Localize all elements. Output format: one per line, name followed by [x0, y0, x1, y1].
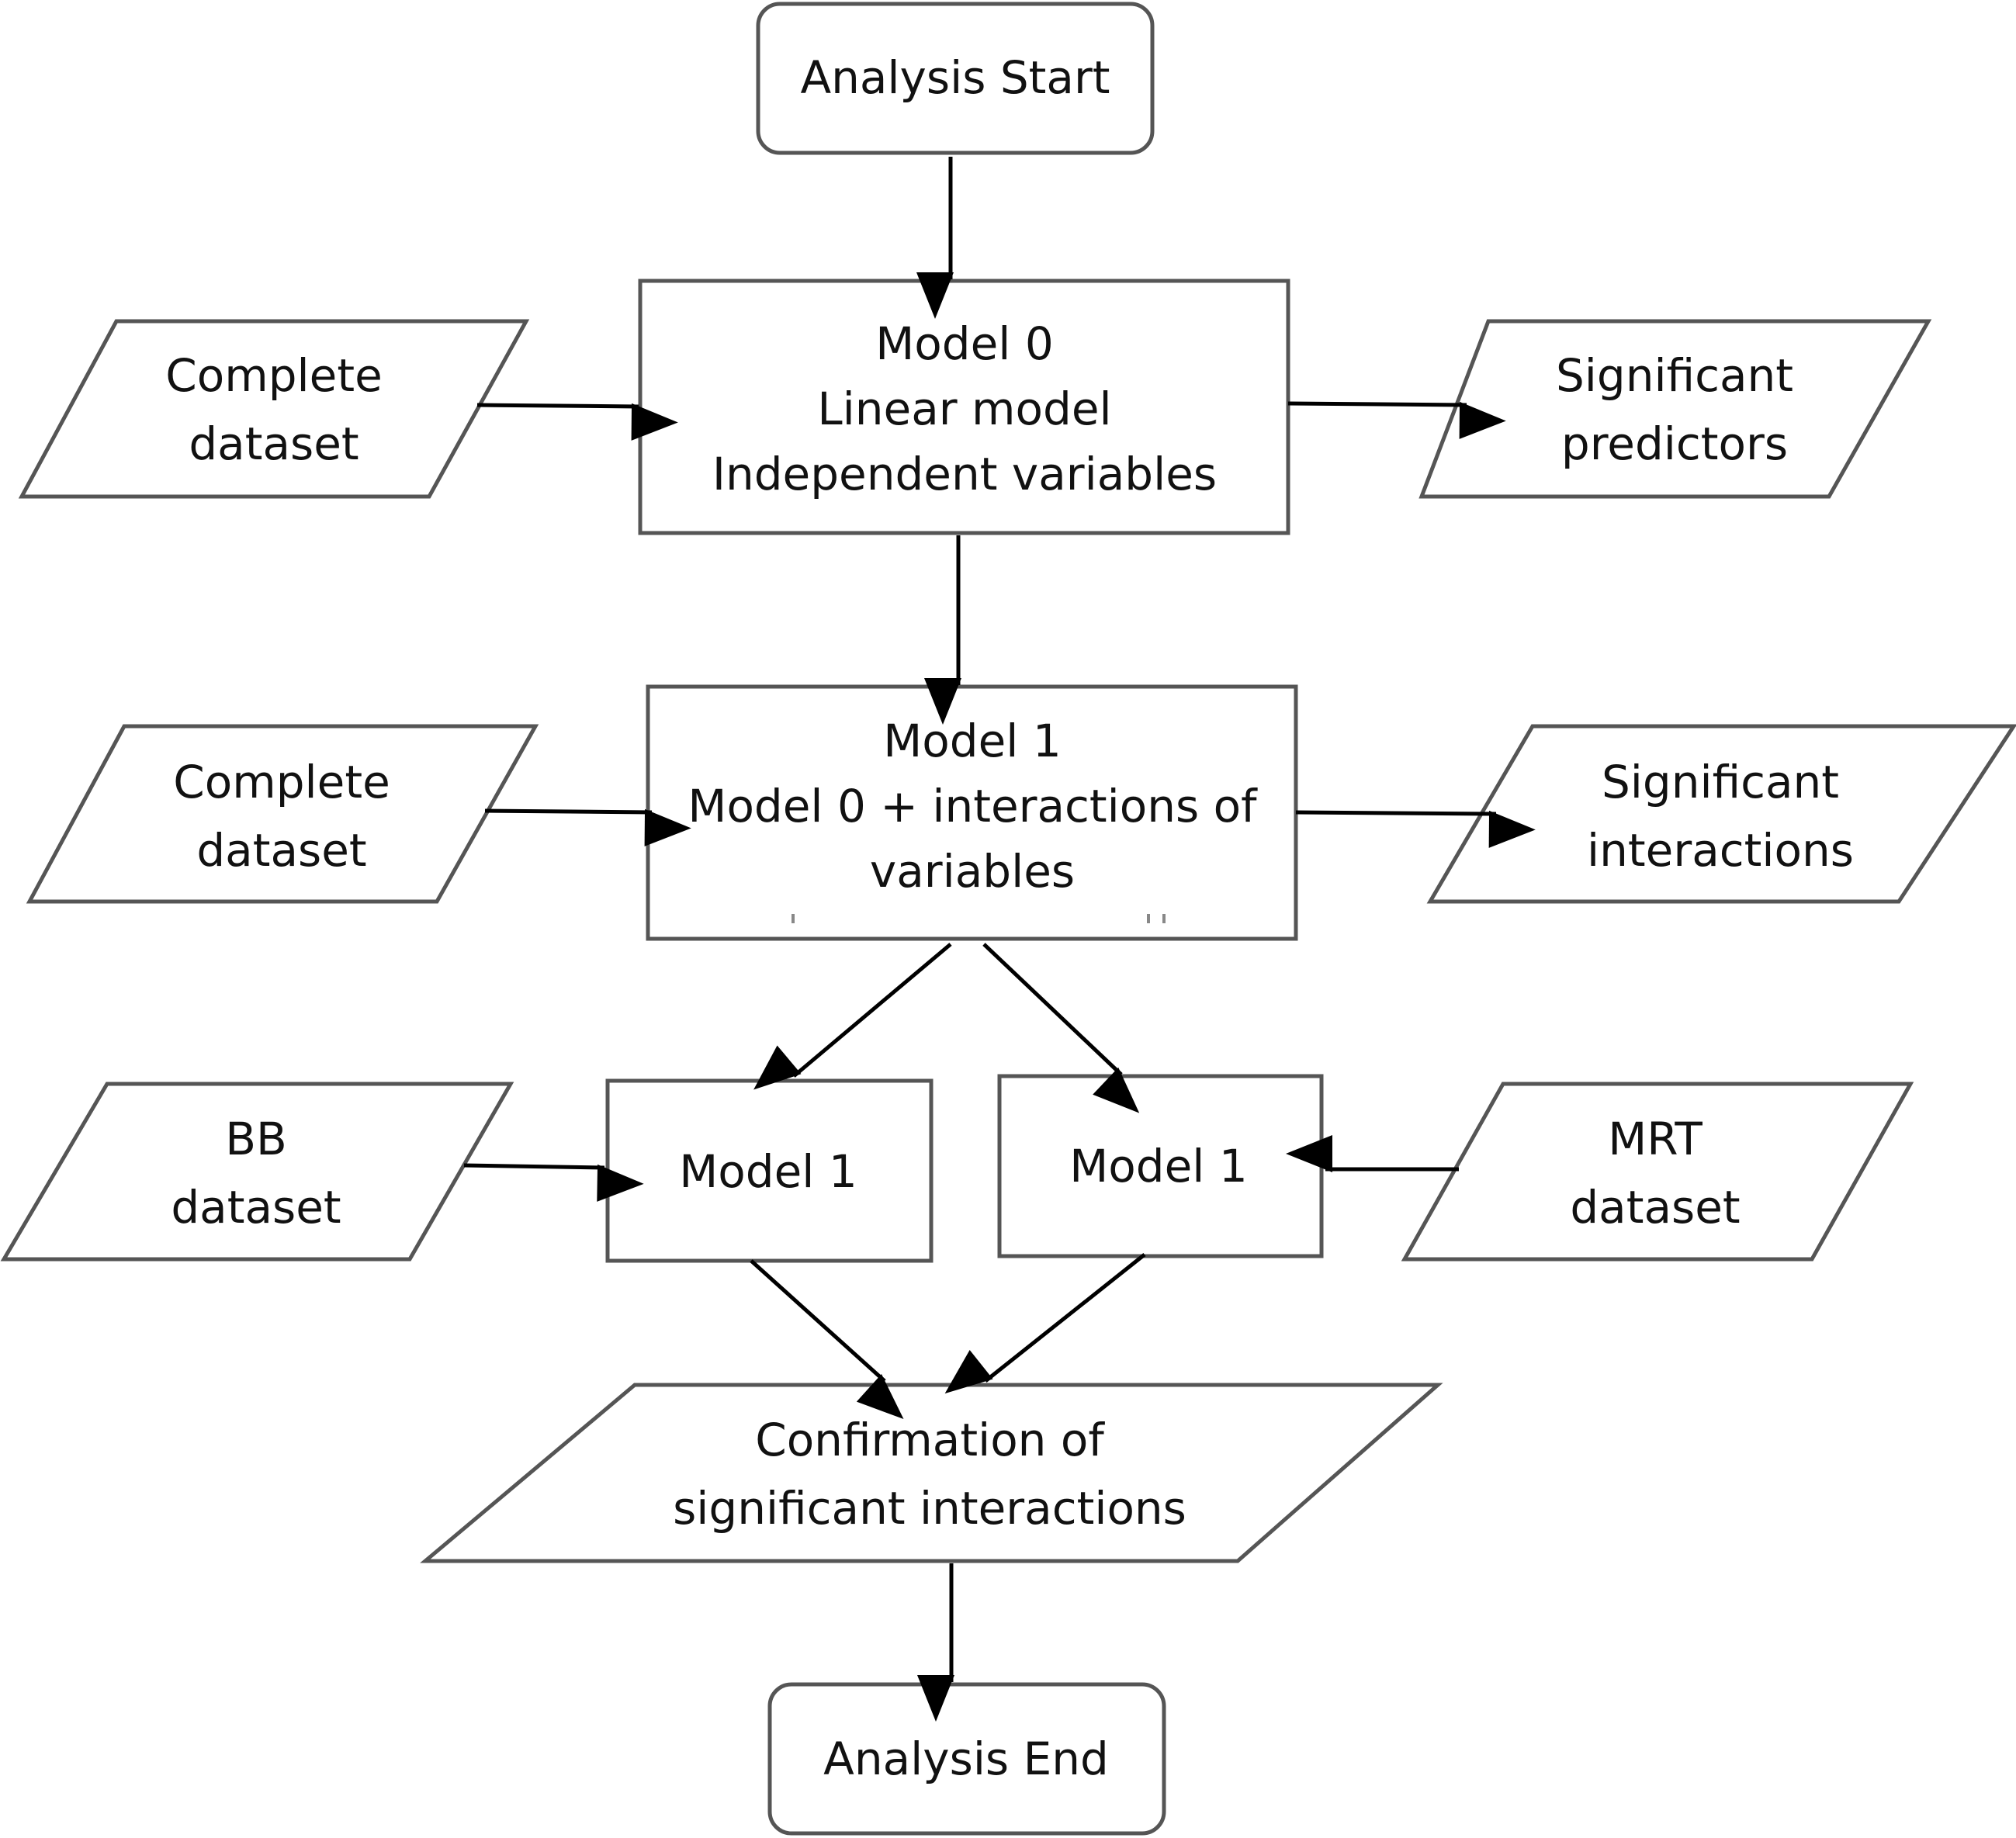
significant-interactions-line2: interactions: [1587, 824, 1854, 877]
model1-bb-box: [605, 1078, 934, 1263]
significant-predictors-parallelogram: [1418, 319, 1932, 499]
arrow-model1-to-bb-model: [753, 943, 952, 1090]
model0-label: Model 0 Linear model Independent variabl…: [712, 311, 1217, 507]
model1-remnant-marks: [792, 914, 1166, 923]
significant-interactions-label: Significant interactions: [1587, 748, 1854, 884]
model1-mrt-box: [997, 1074, 1324, 1258]
complete-dataset-1-parallelogram: [18, 319, 530, 499]
confirmation-label: Confirmation of significant interactions: [673, 1406, 1186, 1542]
complete-dataset-2-line2: dataset: [196, 824, 367, 877]
model1-line2: Model 0 + interactions of: [688, 780, 1257, 832]
model1-bb-label: Model 1: [679, 1139, 857, 1204]
significant-predictors-line1: Significant: [1555, 349, 1794, 402]
end-terminal: [767, 1682, 1166, 1836]
model1-mrt-text: Model 1: [1069, 1140, 1248, 1192]
start-label: Analysis Start: [800, 45, 1110, 110]
complete-dataset-1-line2: dataset: [189, 417, 359, 470]
start-terminal: [756, 2, 1155, 155]
arrow-mrt-model-to-confirmation: [944, 1253, 1146, 1394]
arrow-dataset2-to-model1: [484, 808, 691, 846]
significant-predictors-label: Significant predictors: [1556, 341, 1793, 478]
arrow-model1-to-mrt-model: [982, 943, 1140, 1113]
confirmation-parallelogram: [420, 1383, 1443, 1563]
model0-box: [638, 279, 1290, 535]
significant-predictors-line2: predictors: [1560, 417, 1789, 470]
complete-dataset-2-parallelogram: [26, 724, 539, 904]
confirmation-line2: significant interactions: [673, 1482, 1186, 1535]
model1-line3: variables: [869, 845, 1076, 898]
model1-mrt-label: Model 1: [1069, 1134, 1247, 1199]
model0-title: Model 0: [875, 317, 1054, 370]
bb-dataset-label: BB dataset: [171, 1105, 341, 1241]
arrow-bb-dataset-to-bb-model: [463, 1163, 644, 1202]
complete-dataset-1-line1: Complete: [165, 349, 383, 402]
model0-line3: Independent variables: [712, 448, 1218, 500]
end-text: Analysis End: [823, 1732, 1109, 1785]
mrt-dataset-parallelogram: [1401, 1082, 1914, 1262]
complete-dataset-2-label: Complete dataset: [173, 748, 390, 884]
mrt-dataset-label: MRT dataset: [1570, 1105, 1740, 1241]
significant-interactions-parallelogram: [1426, 724, 2016, 904]
arrow-dataset1-to-model0: [476, 403, 678, 441]
model1-title: Model 1: [883, 715, 1062, 767]
arrow-model1-to-interactions: [1295, 810, 1536, 848]
confirmation-line1: Confirmation of: [755, 1414, 1104, 1466]
model1-bb-text: Model 1: [679, 1145, 857, 1198]
model1-label: Model 1 Model 0 + interactions of variab…: [688, 708, 1256, 904]
complete-dataset-1-label: Complete dataset: [165, 341, 383, 478]
bb-dataset-line1: BB: [225, 1113, 287, 1165]
arrow-bb-model-to-confirmation: [750, 1259, 904, 1419]
mrt-dataset-line1: MRT: [1608, 1113, 1703, 1165]
start-text: Analysis Start: [800, 51, 1110, 104]
bb-dataset-parallelogram: [0, 1082, 514, 1262]
model0-line2: Linear model: [817, 382, 1112, 435]
arrow-model0-to-predictors: [1287, 401, 1506, 439]
end-label: Analysis End: [823, 1726, 1109, 1791]
complete-dataset-2-line1: Complete: [173, 756, 390, 808]
significant-interactions-line1: Significant: [1601, 756, 1840, 808]
bb-dataset-line2: dataset: [171, 1181, 341, 1234]
mrt-dataset-line2: dataset: [1570, 1181, 1741, 1234]
